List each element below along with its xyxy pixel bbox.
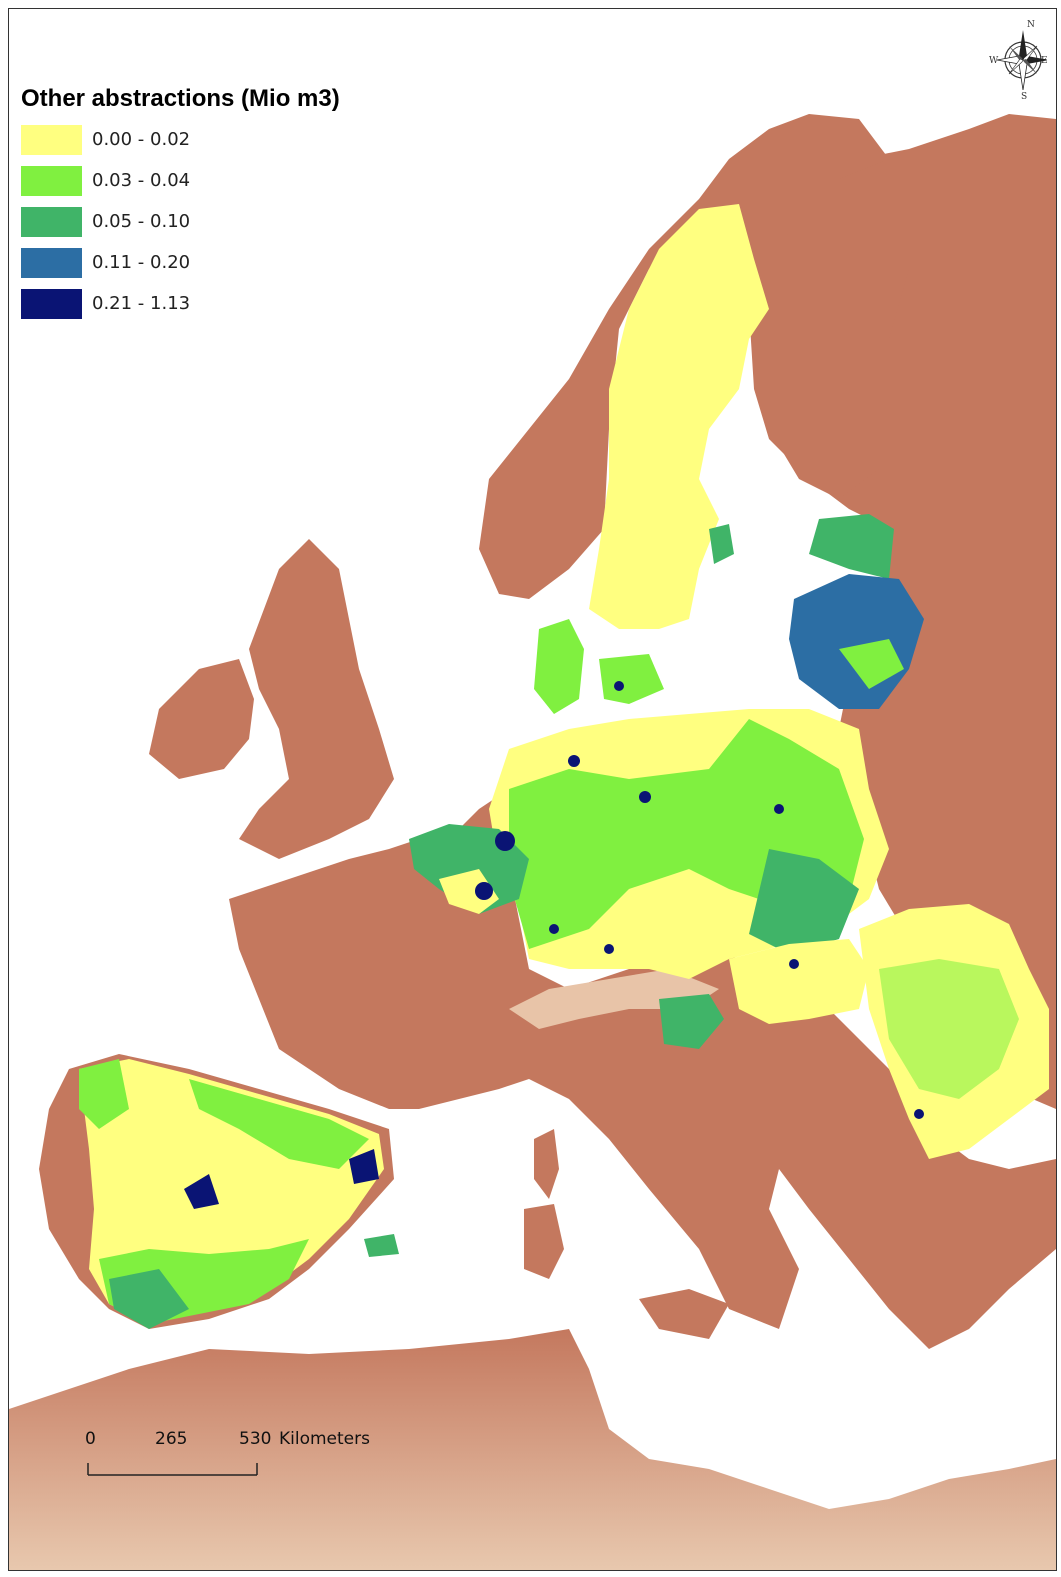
compass-e-label: E — [1041, 56, 1047, 66]
compass-n-label: N — [1027, 20, 1035, 30]
legend-label: 0.00 - 0.02 — [92, 129, 191, 150]
scale-tick-265: 265 — [155, 1429, 188, 1449]
hotspot-7 — [604, 944, 614, 954]
region-iberia-teal — [109, 1269, 189, 1329]
legend-item: 0.21 - 1.13 — [21, 283, 340, 324]
alps — [509, 969, 719, 1029]
landmass-scandinavia — [479, 114, 889, 599]
region-sweden — [589, 204, 769, 629]
legend-label: 0.05 - 0.10 — [92, 211, 191, 232]
legend-label: 0.11 - 0.20 — [92, 252, 191, 273]
hotspot-3 — [568, 755, 580, 767]
legend-title: Other abstractions (Mio m3) — [21, 85, 340, 112]
legend-item: 0.05 - 0.10 — [21, 201, 340, 242]
landmass-africa — [9, 1329, 1056, 1570]
region-benelux-yellow — [439, 869, 499, 914]
landmass-britain — [239, 539, 394, 859]
scale-tick-530: 530 — [239, 1429, 272, 1449]
map-legend: Other abstractions (Mio m3) 0.00 - 0.02 … — [21, 85, 340, 324]
europe-map — [9, 114, 1056, 1570]
region-iberia-green-west — [79, 1059, 129, 1129]
legend-swatch — [21, 206, 82, 237]
region-slovenia — [659, 994, 724, 1049]
legend-item: 0.03 - 0.04 — [21, 160, 340, 201]
region-balearic — [364, 1234, 399, 1257]
scale-bar: 0 265 530 Kilometers — [79, 1429, 399, 1489]
legend-swatch — [21, 288, 82, 319]
landmass-sicily — [639, 1289, 729, 1339]
legend-label: 0.21 - 1.13 — [92, 293, 191, 314]
region-denmark-islands — [599, 654, 664, 704]
region-madrid — [184, 1174, 219, 1209]
region-poland-teal — [749, 849, 859, 954]
hotspot-8 — [549, 924, 559, 934]
region-hungary — [729, 939, 869, 1024]
region-denmark — [534, 619, 584, 714]
region-sweden-spot — [709, 524, 734, 564]
compass-w-label: W — [989, 56, 999, 66]
legend-item: 0.11 - 0.20 — [21, 242, 340, 283]
landmass-sardinia — [524, 1204, 564, 1279]
hotspot-4 — [639, 791, 651, 803]
landmass-ireland — [149, 659, 254, 779]
scale-unit: Kilometers — [279, 1429, 370, 1449]
region-iberia-green-north — [189, 1079, 369, 1169]
scale-tick-0: 0 — [85, 1429, 96, 1449]
legend-swatch — [21, 165, 82, 196]
region-barcelona — [349, 1149, 379, 1184]
legend-item: 0.00 - 0.02 — [21, 119, 340, 160]
landmass-west — [229, 789, 1056, 1349]
north-arrow: N W E S — [989, 20, 1047, 101]
compass-s-label: S — [1021, 92, 1027, 101]
legend-swatch — [21, 247, 82, 278]
legend-label: 0.03 - 0.04 — [92, 170, 191, 191]
hotspot-1 — [495, 831, 515, 851]
hotspot-10 — [914, 1109, 924, 1119]
landmass-finland — [754, 159, 919, 499]
hotspot-6 — [774, 804, 784, 814]
region-estonia — [809, 514, 894, 579]
region-baltic-green — [839, 639, 904, 689]
hotspot-5 — [614, 681, 624, 691]
scale-line — [87, 1463, 258, 1476]
hotspot-2 — [475, 882, 493, 900]
map-frame: Other abstractions (Mio m3) 0.00 - 0.02 … — [8, 8, 1057, 1571]
legend-swatch — [21, 124, 82, 155]
hotspot-9 — [789, 959, 799, 969]
region-romania-green — [879, 959, 1019, 1099]
landmass-corsica — [534, 1129, 559, 1199]
